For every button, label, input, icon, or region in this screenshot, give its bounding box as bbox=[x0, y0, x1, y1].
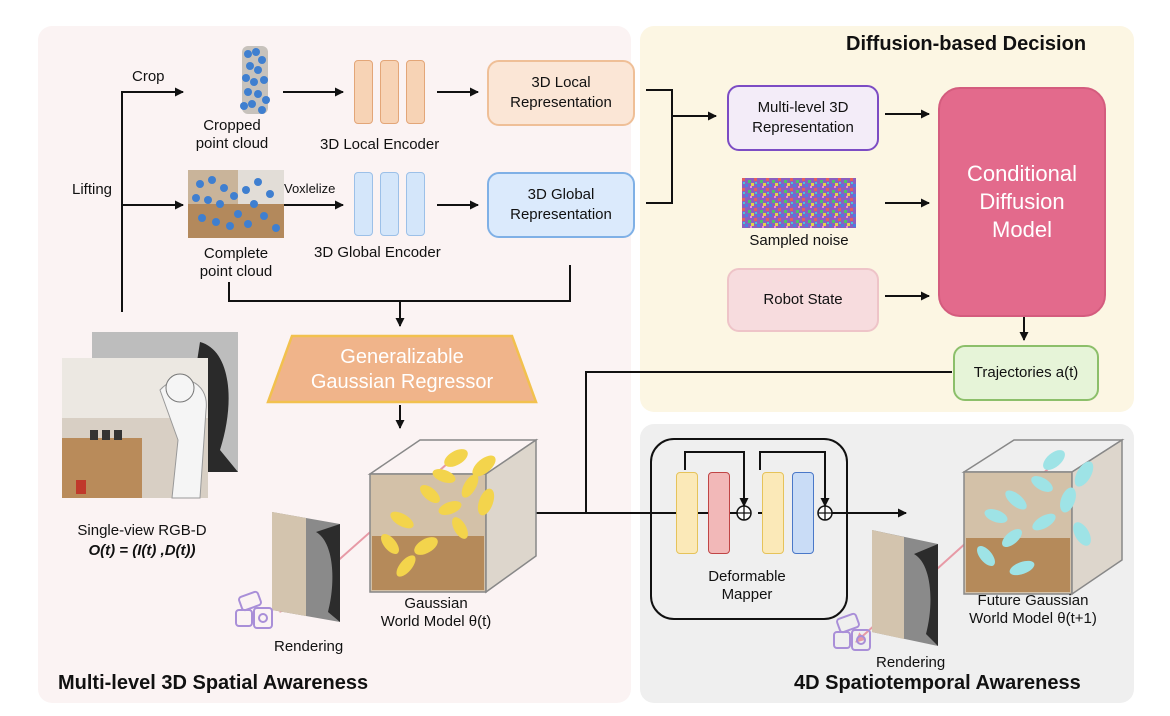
gaussian-world-model-cube bbox=[367, 438, 539, 594]
multilevel-representation-label: Multi-level 3D Representation bbox=[752, 99, 854, 136]
rendering-label-left: Rendering bbox=[274, 638, 344, 655]
future-gaussian-cube bbox=[961, 438, 1125, 596]
camera-icon-left bbox=[235, 590, 273, 629]
mapper-bar-4 bbox=[792, 472, 814, 554]
complete-point-cloud-image bbox=[188, 170, 284, 238]
mapper-bar-2 bbox=[708, 472, 730, 554]
input-formula: O(t) = (I(t) ,D(t)) bbox=[88, 542, 196, 559]
rendering-image-left bbox=[272, 512, 340, 622]
global-encoder-bar-2 bbox=[380, 172, 399, 236]
local-encoder-bar-2 bbox=[380, 60, 399, 124]
complete-point-cloud-label: Complete point cloud bbox=[199, 245, 273, 280]
global-representation-label: 3D Global Representation bbox=[510, 186, 612, 223]
deformable-mapper-label: Deformable Mapper bbox=[708, 568, 786, 603]
conditional-diffusion-box: Conditional Diffusion Model bbox=[938, 87, 1106, 317]
rgbd-input-images bbox=[62, 332, 238, 499]
global-encoder-bar-1 bbox=[354, 172, 373, 236]
world-model-label: Gaussian World Model θ(t) bbox=[380, 595, 492, 630]
cropped-point-cloud-image bbox=[240, 46, 270, 114]
voxelize-label: Voxlelize bbox=[284, 181, 336, 196]
robot-state-label: Robot State bbox=[763, 291, 843, 308]
gaussian-regressor-shape bbox=[266, 334, 538, 404]
diffusion-decision-title: Diffusion-based Decision bbox=[846, 33, 1087, 55]
local-representation-box: 3D Local Representation bbox=[487, 60, 635, 126]
crop-label: Crop bbox=[132, 68, 165, 85]
spatiotemporal-title: 4D Spatiotemporal Awareness bbox=[794, 672, 1081, 694]
conditional-diffusion-label: Conditional Diffusion Model bbox=[966, 161, 1078, 242]
cropped-point-cloud-label: Cropped point cloud bbox=[195, 117, 269, 152]
sampled-noise-label: Sampled noise bbox=[749, 232, 849, 249]
spatial-awareness-title: Multi-level 3D Spatial Awareness bbox=[58, 672, 369, 694]
global-encoder-bar-3 bbox=[406, 172, 425, 236]
rendering-label-right: Rendering bbox=[876, 654, 946, 671]
mapper-bar-1 bbox=[676, 472, 698, 554]
camera-icon-right bbox=[833, 612, 871, 651]
global-representation-box: 3D Global Representation bbox=[487, 172, 635, 238]
local-encoder-label: 3D Local Encoder bbox=[320, 136, 440, 153]
future-world-model-label: Future Gaussian World Model θ(t+1) bbox=[969, 592, 1097, 627]
deformable-mapper-box bbox=[650, 438, 848, 620]
trajectories-box: Trajectories a(t) bbox=[953, 345, 1099, 401]
local-encoder-bar-1 bbox=[354, 60, 373, 124]
global-encoder-label: 3D Global Encoder bbox=[314, 244, 441, 261]
robot-state-box: Robot State bbox=[727, 268, 879, 332]
sampled-noise-image bbox=[742, 178, 856, 228]
lifting-label: Lifting bbox=[72, 181, 113, 198]
local-encoder-bar-3 bbox=[406, 60, 425, 124]
mapper-bar-3 bbox=[762, 472, 784, 554]
local-representation-label: 3D Local Representation bbox=[510, 74, 612, 111]
trajectories-label: Trajectories a(t) bbox=[973, 364, 1079, 381]
gaussian-regressor-label: Generalizable Gaussian Regressor bbox=[310, 346, 494, 393]
input-label: Single-view RGB-D bbox=[77, 522, 207, 539]
rendering-image-right bbox=[872, 530, 938, 646]
multilevel-representation-box: Multi-level 3D Representation bbox=[727, 85, 879, 151]
